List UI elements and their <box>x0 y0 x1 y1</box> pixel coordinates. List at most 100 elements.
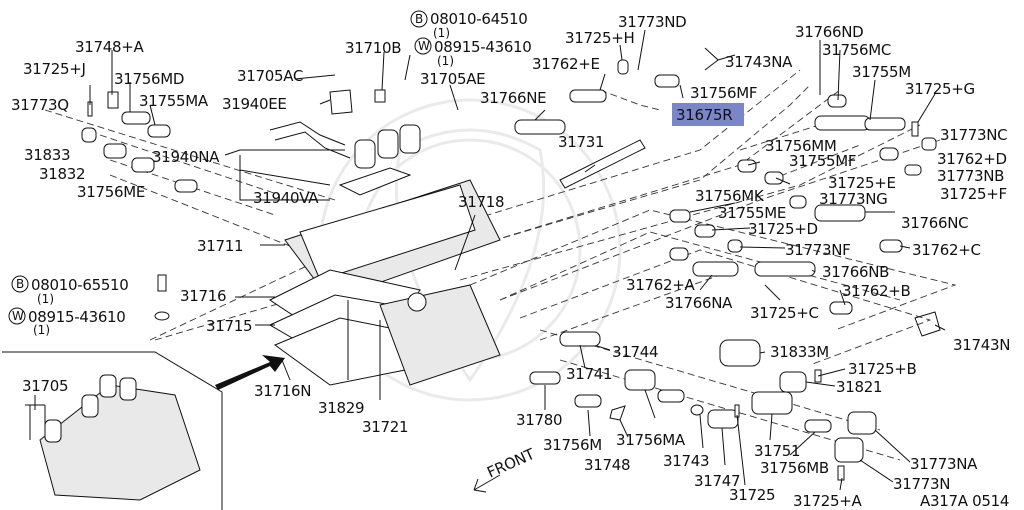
washer-mark: W <box>418 39 430 53</box>
leader-lines <box>34 29 946 491</box>
bolt2-mark: B <box>16 277 24 291</box>
label-31744: 31744 <box>612 343 658 361</box>
label-31762A: 31762+A <box>626 276 695 294</box>
separator-plates <box>268 269 501 386</box>
callout-bolt-left: B 08010-65510 (1) <box>11 275 129 306</box>
label-31773NC: 31773NC <box>940 126 1007 144</box>
label-31756MA: 31756MA <box>616 431 686 449</box>
label-bolt1: 08010-64510 <box>430 10 528 28</box>
label-31773NB: 31773NB <box>937 167 1004 185</box>
label-31747: 31747 <box>694 472 740 490</box>
label-31773NF: 31773NF <box>785 241 850 259</box>
label-31780: 31780 <box>516 411 562 429</box>
label-31705AC: 31705AC <box>237 67 303 85</box>
label-washer2: 08915-43610 <box>28 308 126 326</box>
label-31725F: 31725+F <box>940 185 1007 203</box>
part-labels: 31748+A 31725+J 31756MD 31773Q 31755MA 3… <box>8 10 1010 510</box>
label-31743NA: 31743NA <box>725 53 793 71</box>
label-31756M: 31756M <box>543 436 602 454</box>
label-31718: 31718 <box>458 193 504 211</box>
label-31675R: 31675R <box>676 106 732 124</box>
label-31710B: 31710B <box>345 39 401 57</box>
label-31716: 31716 <box>180 287 226 305</box>
label-31833: 31833 <box>24 146 70 164</box>
label-31766NB: 31766NB <box>822 263 889 281</box>
label-31755M: 31755M <box>852 63 911 81</box>
front-label: FRONT <box>484 445 538 482</box>
callout-bolt-top: B 08010-64510 (1) <box>410 10 528 40</box>
label-31755ME: 31755ME <box>718 204 786 222</box>
highlight-box-31675r <box>672 103 744 126</box>
label-bolt2-qty: (1) <box>37 292 54 306</box>
label-washer1: 08915-43610 <box>434 38 532 56</box>
label-31762E: 31762+E <box>532 55 600 73</box>
label-31940VA: 31940VA <box>253 189 319 207</box>
bolt-mark: B <box>415 12 423 26</box>
label-31940NA: 31940NA <box>152 148 220 166</box>
label-31725G: 31725+G <box>905 80 975 98</box>
label-31773NG: 31773NG <box>819 190 887 208</box>
label-31725J: 31725+J <box>23 60 86 78</box>
label-31762D: 31762+D <box>937 150 1007 168</box>
valve-body-assembly <box>269 89 501 301</box>
label-31762B: 31762+B <box>842 282 910 300</box>
label-31766NA: 31766NA <box>665 294 733 312</box>
label-31731: 31731 <box>558 133 604 151</box>
label-washer1-qty: (1) <box>437 54 454 68</box>
label-31725H: 31725+H <box>565 29 634 47</box>
label-31756MC: 31756MC <box>822 41 891 59</box>
label-washer2-qty: (1) <box>33 323 50 337</box>
left-small-parts <box>81 91 198 321</box>
label-31725B: 31725+B <box>848 360 916 378</box>
label-31743N: 31743N <box>953 336 1010 354</box>
label-31766NE: 31766NE <box>480 89 546 107</box>
label-31725C: 31725+C <box>750 304 819 322</box>
label-bolt1-qty: (1) <box>433 26 450 40</box>
label-31748: 31748 <box>584 456 630 474</box>
label-31725D: 31725+D <box>748 220 818 238</box>
label-31766ND: 31766ND <box>795 23 863 41</box>
label-31756MF: 31756MF <box>690 84 757 102</box>
label-31755MA: 31755MA <box>139 92 209 110</box>
label-31721: 31721 <box>362 418 408 436</box>
label-31766NC: 31766NC <box>901 214 968 232</box>
label-31756MB: 31756MB <box>760 459 829 477</box>
label-31751: 31751 <box>754 442 800 460</box>
label-31716N: 31716N <box>254 382 311 400</box>
label-31940EE: 31940EE <box>222 95 287 113</box>
label-31821: 31821 <box>836 378 882 396</box>
label-31715: 31715 <box>206 317 252 335</box>
label-31725E: 31725+E <box>828 174 896 192</box>
callout-washer-left: W 08915-43610 (1) <box>8 307 126 337</box>
front-arrow <box>215 355 501 493</box>
diagram-code: A317A 0514 <box>920 492 1009 510</box>
label-bolt2: 08010-65510 <box>31 276 129 294</box>
label-31756MK: 31756MK <box>695 187 765 205</box>
label-31741: 31741 <box>566 365 612 383</box>
label-31762C: 31762+C <box>912 241 981 259</box>
label-31743: 31743 <box>663 452 709 470</box>
label-31756ME: 31756ME <box>77 183 145 201</box>
label-31829: 31829 <box>318 399 364 417</box>
label-31748A: 31748+A <box>75 38 144 56</box>
label-31755MF: 31755MF <box>789 152 856 170</box>
label-31773Q: 31773Q <box>11 96 69 114</box>
label-31725A: 31725+A <box>793 492 862 510</box>
label-31773NA: 31773NA <box>910 455 978 473</box>
label-31705: 31705 <box>22 377 68 395</box>
right-small-parts <box>514 47 941 481</box>
label-31773ND: 31773ND <box>618 13 686 31</box>
label-31705AE: 31705AE <box>420 70 485 88</box>
label-31756MD: 31756MD <box>114 70 184 88</box>
inset-box <box>2 351 223 510</box>
washer2-mark: W <box>12 309 24 323</box>
callout-washer-top: W 08915-43610 (1) <box>414 37 532 68</box>
label-31832: 31832 <box>39 165 85 183</box>
label-31756MM: 31756MM <box>765 137 837 155</box>
label-31833M: 31833M <box>770 343 829 361</box>
label-31711: 31711 <box>197 237 243 255</box>
label-31773N: 31773N <box>893 475 950 493</box>
label-31725: 31725 <box>729 486 775 504</box>
